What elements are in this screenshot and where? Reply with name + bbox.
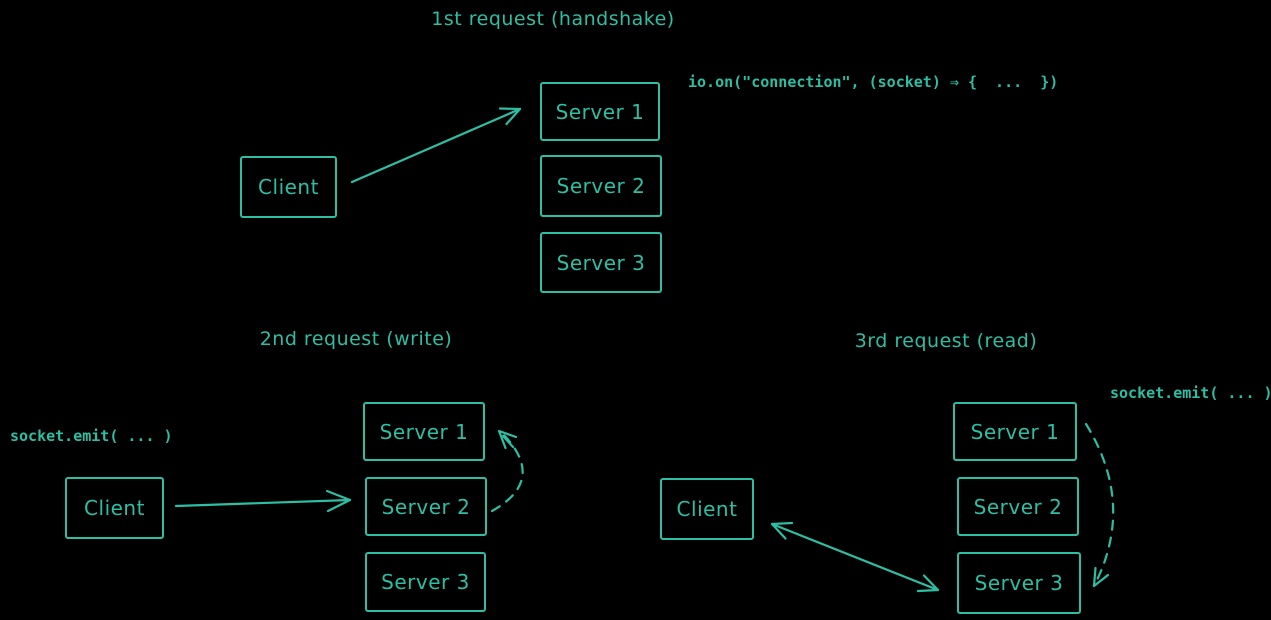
server2-box-handshake: Server 2 [540,155,662,217]
arrow-read-client-server3-bidirectional-icon [770,521,940,593]
server1-box-read: Server 1 [953,402,1077,461]
server1-box-handshake: Server 1 [540,82,660,141]
client-label: Client [84,496,145,520]
client-box-handshake: Client [240,156,337,218]
arrow-read-server1-to-server3-dashed-icon [1084,422,1115,588]
server2-label: Server 2 [381,494,471,519]
arrow-write-client-to-server2-icon [174,489,352,513]
code-io-on-connection: io.on("connection", (socket) ⇒ { ... }) [688,73,1059,91]
server3-label: Server 3 [381,570,470,594]
server2-box-read: Server 2 [957,477,1079,536]
server2-box-write: Server 2 [365,477,487,536]
panel-title-handshake: 1st request (handshake) [431,8,675,30]
arrow-handshake-client-to-server1-icon [350,107,522,184]
client-label: Client [258,175,319,199]
server2-label: Server 2 [973,494,1063,519]
panel-title-write: 2nd request (write) [259,328,453,350]
arrow-write-server2-to-server1-dashed-icon [490,429,524,513]
client-box-write: Client [65,477,164,539]
server2-label: Server 2 [556,174,646,198]
server1-label: Server 1 [555,99,645,124]
server1-label: Server 1 [379,419,469,444]
server1-box-write: Server 1 [363,402,485,461]
code-socket-emit-read: socket.emit( ... ) [1110,384,1271,402]
server3-label: Server 3 [974,571,1064,595]
client-box-read: Client [660,478,754,540]
server3-label: Server 3 [556,250,646,275]
code-socket-emit-write: socket.emit( ... ) [10,427,173,445]
server1-label: Server 1 [970,419,1060,444]
server3-box-read: Server 3 [957,552,1081,614]
server3-box-write: Server 3 [365,552,486,612]
server3-box-handshake: Server 3 [540,232,662,293]
client-label: Client [676,497,738,521]
panel-title-read: 3rd request (read) [854,330,1038,352]
